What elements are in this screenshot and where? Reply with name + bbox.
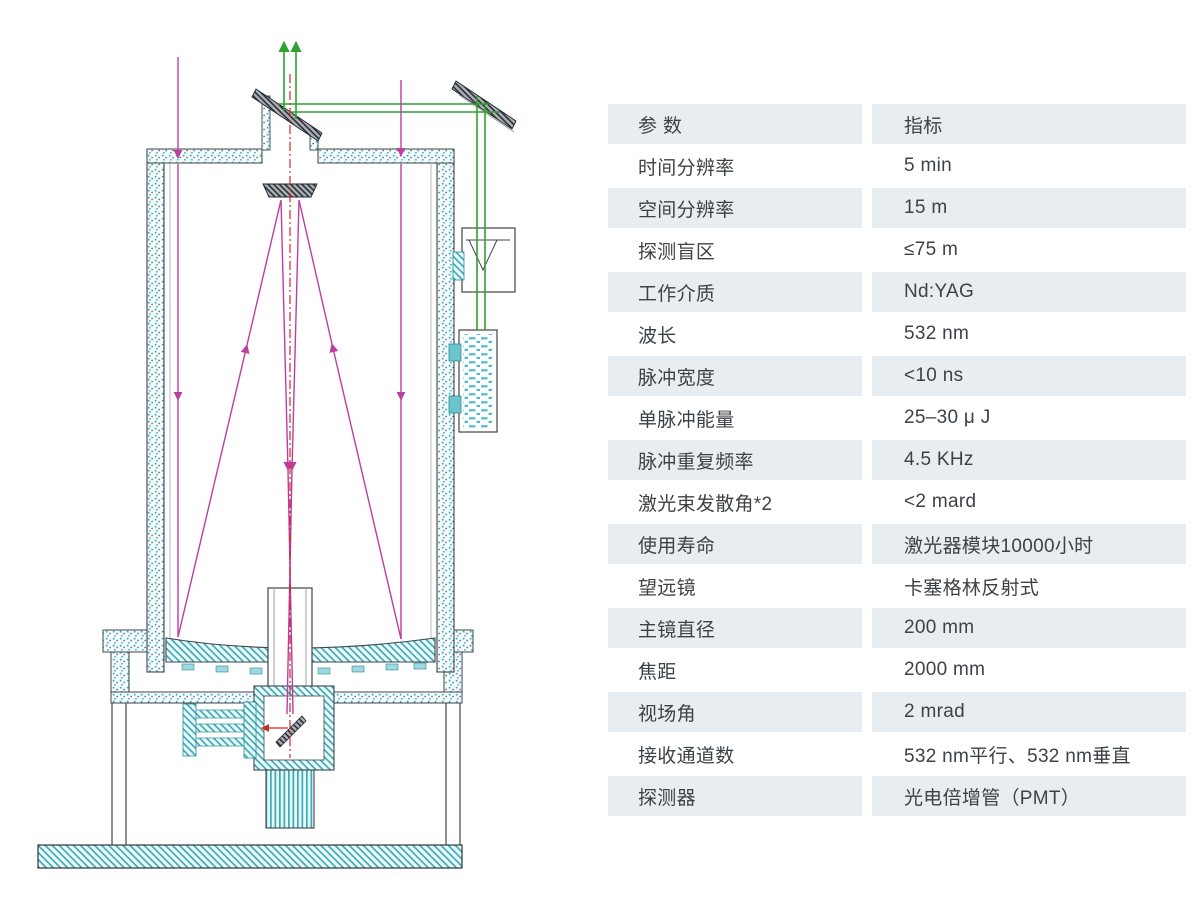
table-row: 接收通道数 532 nm平行、532 nm垂直 — [608, 734, 1186, 774]
param-cell: 空间分辨率 — [608, 188, 862, 228]
table-row: 空间分辨率 15 m — [608, 188, 1186, 228]
secondary-mirror — [262, 183, 318, 198]
value-cell: Nd:YAG — [872, 272, 1186, 312]
exit-mirror — [251, 88, 323, 142]
table-row: 脉冲宽度 <10 ns — [608, 356, 1186, 396]
optical-axis-red — [261, 74, 291, 758]
table-row: 主镜直径 200 mm — [608, 608, 1186, 648]
transmitter-optics — [448, 80, 517, 433]
param-cell: 望远镜 — [608, 566, 862, 606]
param-cell: 使用寿命 — [608, 524, 862, 564]
table-row: 工作介质 Nd:YAG — [608, 272, 1186, 312]
value-cell: <2 mard — [872, 482, 1186, 522]
received-rays-magenta — [173, 57, 406, 715]
table-row: 视场角 2 mrad — [608, 692, 1186, 732]
value-cell: 532 nm — [872, 314, 1186, 354]
table-row: 探测器 光电倍增管（PMT） — [608, 776, 1186, 816]
base-plate — [37, 844, 463, 869]
exit-port — [251, 88, 323, 151]
table-row: 时间分辨率 5 min — [608, 146, 1186, 186]
param-cell: 激光束发散角*2 — [608, 482, 862, 522]
value-cell: ≤75 m — [872, 230, 1186, 270]
telescope-tube — [146, 148, 455, 673]
value-cell: 激光器模块10000小时 — [872, 524, 1186, 564]
value-cell: <10 ns — [872, 356, 1186, 396]
param-cell: 脉冲宽度 — [608, 356, 862, 396]
header-value: 指标 — [872, 104, 1186, 144]
param-cell: 波长 — [608, 314, 862, 354]
fold-mirror — [275, 715, 307, 748]
table-row: 单脉冲能量 25–30 μ J — [608, 398, 1186, 438]
value-cell: 15 m — [872, 188, 1186, 228]
value-cell: 2000 mm — [872, 650, 1186, 690]
value-cell: 200 mm — [872, 608, 1186, 648]
table-row: 焦距 2000 mm — [608, 650, 1186, 690]
expander-lens — [468, 239, 498, 272]
param-cell: 探测器 — [608, 776, 862, 816]
mount-assembly — [102, 629, 474, 704]
table-row: 使用寿命 激光器模块10000小时 — [608, 524, 1186, 564]
param-cell: 探测盲区 — [608, 230, 862, 270]
param-cell: 视场角 — [608, 692, 862, 732]
value-cell: 532 nm平行、532 nm垂直 — [872, 734, 1186, 774]
table-row: 脉冲重复频率 4.5 KHz — [608, 440, 1186, 480]
beam-expander — [461, 227, 516, 293]
lidar-schematic — [37, 40, 517, 869]
value-cell: 5 min — [872, 146, 1186, 186]
param-cell: 脉冲重复频率 — [608, 440, 862, 480]
table-row: 望远镜 卡塞格林反射式 — [608, 566, 1186, 606]
value-cell: 2 mrad — [872, 692, 1186, 732]
header-param: 参 数 — [608, 104, 862, 144]
param-cell: 工作介质 — [608, 272, 862, 312]
value-cell: 4.5 KHz — [872, 440, 1186, 480]
detector-assembly — [182, 587, 335, 829]
value-cell: 卡塞格林反射式 — [872, 566, 1186, 606]
laser-beam-green — [278, 40, 500, 330]
param-cell: 焦距 — [608, 650, 862, 690]
photomultiplier-tube — [265, 769, 315, 829]
mirror-supports — [181, 662, 427, 675]
spec-table: 参 数 指标 时间分辨率 5 min 空间分辨率 15 m 探测盲区 ≤75 m… — [608, 104, 1186, 818]
table-row: 波长 532 nm — [608, 314, 1186, 354]
table-header-row: 参 数 指标 — [608, 104, 1186, 144]
folding-mirror — [451, 80, 517, 130]
value-cell: 光电倍增管（PMT） — [872, 776, 1186, 816]
table-row: 激光束发散角*2 <2 mard — [608, 482, 1186, 522]
table-row: 探测盲区 ≤75 m — [608, 230, 1186, 270]
param-cell: 主镜直径 — [608, 608, 862, 648]
param-cell: 时间分辨率 — [608, 146, 862, 186]
param-cell: 单脉冲能量 — [608, 398, 862, 438]
param-cell: 接收通道数 — [608, 734, 862, 774]
value-cell: 25–30 μ J — [872, 398, 1186, 438]
